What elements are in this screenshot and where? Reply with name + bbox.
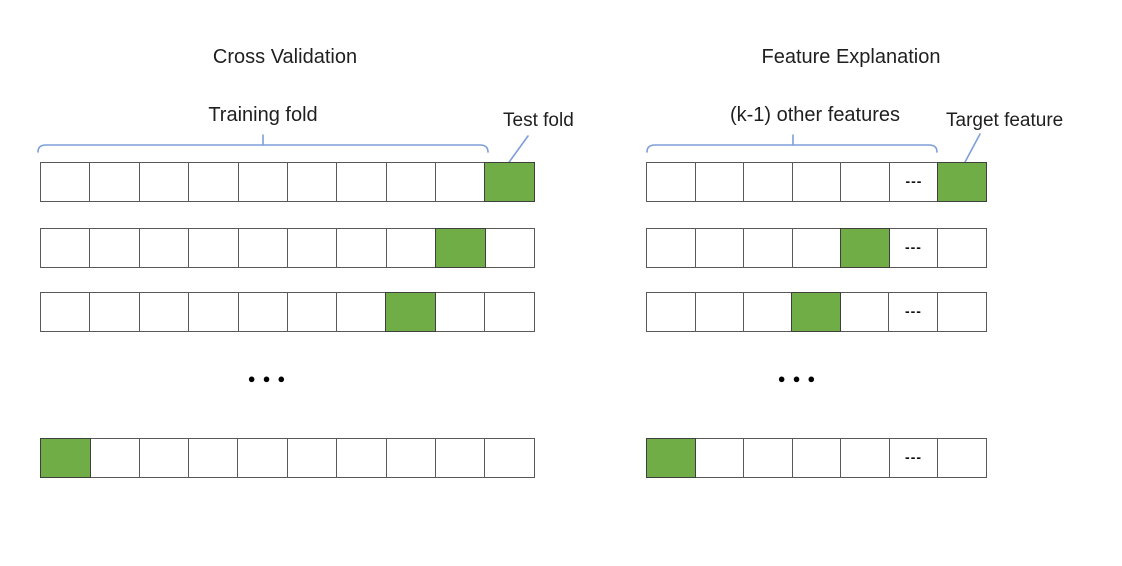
- empty-cell: [694, 162, 745, 202]
- empty-cell: [287, 228, 338, 268]
- empty-cell: [138, 438, 190, 478]
- right-fold-row-3: ---: [646, 292, 988, 332]
- left-fold-row-2: [40, 228, 535, 268]
- dash-cell: ---: [888, 162, 939, 202]
- empty-cell: [484, 438, 535, 478]
- empty-cell: [646, 228, 696, 268]
- feature-explanation-title: Feature Explanation: [761, 46, 941, 68]
- highlight-cell: [40, 438, 91, 478]
- other-features-label: (k-1) other features: [729, 104, 901, 126]
- empty-cell: [937, 228, 988, 268]
- empty-cell: [840, 162, 891, 202]
- empty-cell: [138, 292, 190, 332]
- training-fold-brace-bracket: [37, 134, 489, 153]
- empty-cell: [743, 292, 794, 332]
- highlight-cell: [484, 162, 535, 202]
- dash-cell: ---: [888, 228, 939, 268]
- highlight-cell: [937, 162, 988, 202]
- highlight-cell: [646, 438, 696, 478]
- empty-cell: [237, 292, 289, 332]
- empty-cell: [937, 438, 987, 478]
- right-ellipsis-dots: ●●●: [777, 371, 823, 386]
- empty-cell: [937, 292, 988, 332]
- highlight-cell: [791, 292, 842, 332]
- right-fold-row-1: ---: [646, 162, 988, 202]
- empty-cell: [237, 228, 289, 268]
- empty-cell: [138, 228, 190, 268]
- empty-cell: [434, 438, 486, 478]
- test-fold-leader-line: [506, 135, 529, 166]
- right-fold-row-4: ---: [646, 438, 987, 478]
- empty-cell: [484, 228, 535, 268]
- left-ellipsis-dots: ●●●: [247, 371, 293, 386]
- cross-validation-title: Cross Validation: [212, 46, 358, 68]
- empty-cell: [336, 292, 388, 332]
- empty-cell: [743, 438, 793, 478]
- dash-cell: ---: [888, 292, 939, 332]
- empty-cell: [188, 292, 240, 332]
- empty-cell: [694, 228, 745, 268]
- empty-cell: [287, 162, 338, 202]
- left-fold-row-4: [40, 438, 535, 478]
- target-feature-leader-line: [963, 133, 981, 165]
- empty-cell: [40, 162, 91, 202]
- empty-cell: [287, 292, 338, 332]
- empty-cell: [694, 292, 745, 332]
- empty-cell: [694, 438, 745, 478]
- empty-cell: [336, 162, 388, 202]
- empty-cell: [791, 228, 842, 268]
- training-fold-label: Training fold: [208, 104, 318, 126]
- highlight-cell: [839, 228, 890, 268]
- empty-cell: [336, 438, 387, 478]
- empty-cell: [385, 438, 437, 478]
- empty-cell: [791, 162, 842, 202]
- dash-cell: ---: [888, 438, 939, 478]
- empty-cell: [89, 228, 141, 268]
- empty-cell: [646, 292, 696, 332]
- empty-cell: [89, 162, 141, 202]
- empty-cell: [839, 292, 890, 332]
- empty-cell: [89, 292, 141, 332]
- highlight-cell: [434, 228, 486, 268]
- left-fold-row-3: [40, 292, 535, 332]
- right-fold-row-2: ---: [646, 228, 988, 268]
- highlight-cell: [385, 292, 437, 332]
- empty-cell: [743, 228, 794, 268]
- empty-cell: [336, 228, 388, 268]
- empty-cell: [434, 292, 486, 332]
- empty-cell: [791, 438, 842, 478]
- test-fold-label: Test fold: [503, 110, 574, 131]
- empty-cell: [385, 162, 437, 202]
- empty-cell: [484, 292, 535, 332]
- left-fold-row-1: [40, 162, 535, 202]
- empty-cell: [40, 228, 91, 268]
- empty-cell: [435, 162, 487, 202]
- empty-cell: [188, 228, 240, 268]
- target-feature-label: Target feature: [946, 110, 1064, 131]
- other-features-brace-bracket: [646, 134, 938, 153]
- empty-cell: [89, 438, 141, 478]
- empty-cell: [646, 162, 696, 202]
- empty-cell: [385, 228, 437, 268]
- empty-cell: [840, 438, 890, 478]
- empty-cell: [237, 438, 289, 478]
- empty-cell: [743, 162, 794, 202]
